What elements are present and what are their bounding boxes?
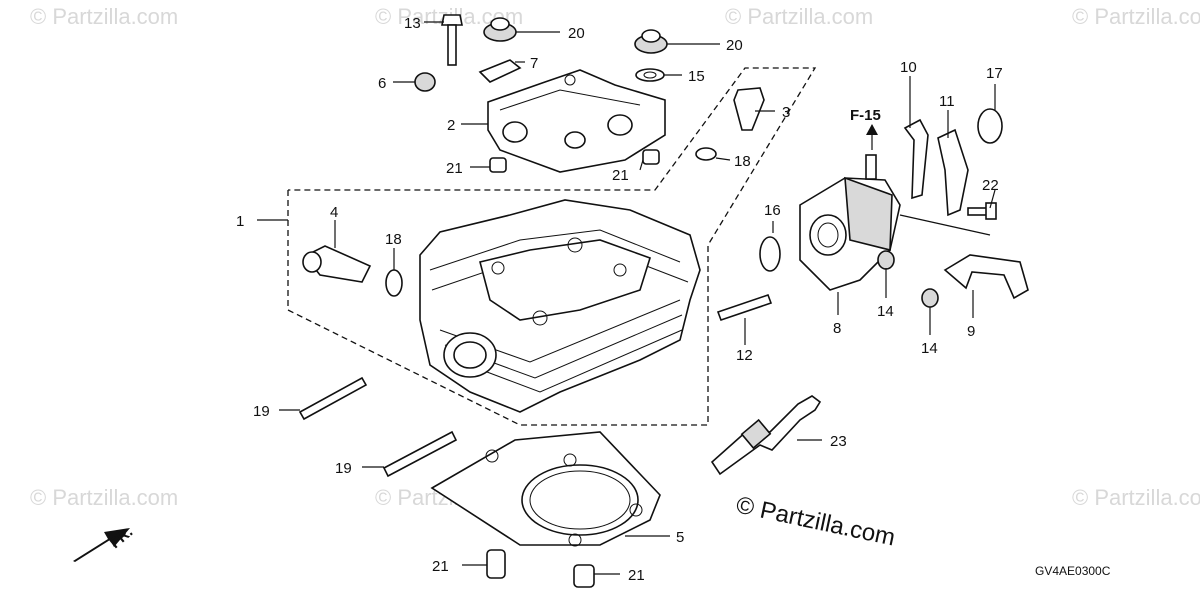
assembly-outline bbox=[287, 67, 817, 426]
stud-19-upper bbox=[298, 376, 368, 421]
reference-arrow: F-15 bbox=[850, 107, 881, 150]
oring-17 bbox=[977, 108, 1003, 144]
figure-code: GV4AE0300C bbox=[1035, 564, 1111, 578]
spark-plug-23 bbox=[710, 395, 822, 476]
callout-5: 5 bbox=[676, 529, 684, 546]
clamp-9 bbox=[943, 254, 1029, 300]
front-direction-arrow: FR. bbox=[73, 523, 136, 562]
callout-12: 12 bbox=[736, 347, 753, 364]
callout-21-bottom-right: 21 bbox=[628, 567, 645, 584]
callout-14-upper: 14 bbox=[877, 303, 894, 320]
nut-14-upper bbox=[877, 250, 895, 270]
nut-20-right bbox=[634, 29, 668, 54]
callout-23: 23 bbox=[830, 433, 847, 450]
band-11 bbox=[937, 128, 969, 217]
gasket-16 bbox=[759, 236, 781, 272]
callout-20-right: 20 bbox=[726, 37, 743, 54]
front-label: FR. bbox=[107, 523, 136, 552]
callout-13: 13 bbox=[404, 15, 421, 32]
dowel-6 bbox=[414, 72, 436, 92]
callout-18-right: 18 bbox=[734, 153, 751, 170]
copyright-text: © Partzilla.com bbox=[734, 491, 898, 551]
callout-19-upper: 19 bbox=[253, 403, 270, 420]
callout-2: 2 bbox=[447, 117, 455, 134]
nut-20-left bbox=[483, 17, 517, 42]
callout-9: 9 bbox=[967, 323, 975, 340]
insulator-8 bbox=[799, 154, 901, 291]
callout-6: 6 bbox=[378, 75, 386, 92]
nut-14-lower bbox=[921, 288, 939, 308]
callout-7: 7 bbox=[530, 55, 538, 72]
plate-7 bbox=[478, 59, 522, 83]
bolt-3 bbox=[733, 87, 765, 131]
plug-4 bbox=[302, 245, 372, 283]
callout-3: 3 bbox=[782, 104, 790, 121]
callout-8: 8 bbox=[833, 320, 841, 337]
dowel-21-bottom-right bbox=[573, 564, 595, 588]
callout-21-top-right: 21 bbox=[612, 167, 629, 184]
rocker-arm-holder-part bbox=[487, 69, 666, 173]
watermark: © Partzilla.com bbox=[30, 4, 178, 29]
callout-16: 16 bbox=[764, 202, 781, 219]
bolt-13 bbox=[441, 14, 463, 66]
leader-lines bbox=[257, 21, 996, 575]
watermark: © Partzilla.com bbox=[725, 4, 873, 29]
callout-18-left: 18 bbox=[385, 231, 402, 248]
callout-15: 15 bbox=[688, 68, 705, 85]
reference-label: F-15 bbox=[850, 107, 881, 124]
dowel-21-top-right bbox=[642, 149, 660, 165]
callout-19-lower: 19 bbox=[335, 460, 352, 477]
callout-4: 4 bbox=[330, 204, 338, 221]
callout-20-left: 20 bbox=[568, 25, 585, 42]
stud-12 bbox=[716, 293, 773, 322]
cylinder-head-part bbox=[419, 199, 701, 413]
callout-10: 10 bbox=[900, 59, 917, 76]
callout-22: 22 bbox=[982, 177, 999, 194]
callout-21-top-left: 21 bbox=[446, 160, 463, 177]
band-10 bbox=[903, 118, 929, 200]
bolt-22 bbox=[967, 202, 997, 220]
watermark: © Partzilla.com bbox=[1072, 4, 1200, 29]
watermark: © Partzilla.com bbox=[30, 485, 178, 510]
washer-15 bbox=[635, 68, 665, 82]
oring-18-top bbox=[695, 147, 717, 161]
watermark: © Partzilla.com bbox=[1072, 485, 1200, 510]
dowel-21-top-left bbox=[489, 157, 507, 173]
stud-19-lower bbox=[382, 430, 458, 478]
callouts: 1 2 3 4 5 6 7 8 9 10 11 12 13 14 14 15 1… bbox=[236, 15, 1003, 584]
gasket-5 bbox=[430, 431, 661, 547]
oring-18-left bbox=[385, 269, 403, 297]
callout-14-lower: 14 bbox=[921, 340, 938, 357]
callout-1: 1 bbox=[236, 213, 244, 230]
dowel-21-bottom-left bbox=[486, 549, 506, 579]
callout-17: 17 bbox=[986, 65, 1003, 82]
callout-21-bottom-left: 21 bbox=[432, 558, 449, 575]
callout-11: 11 bbox=[939, 93, 955, 110]
